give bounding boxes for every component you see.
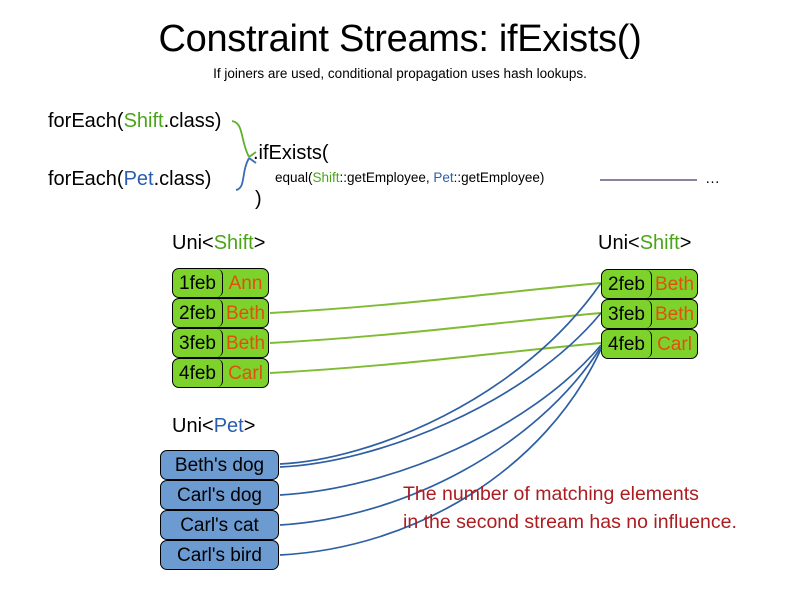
fact-id: 2feb bbox=[602, 270, 652, 298]
shift-left-row-1[interactable]: 2feb Beth bbox=[172, 298, 269, 328]
brace-lower-blue bbox=[235, 157, 250, 191]
fact-name: Carl bbox=[657, 333, 692, 355]
wire-green-2feb bbox=[269, 282, 602, 314]
code-equal-shift-method: ::getEmployee, bbox=[339, 170, 434, 185]
fact-id: 3feb bbox=[173, 329, 223, 357]
code-ifexists: .ifExists( bbox=[253, 142, 329, 164]
stream-label-suffix: > bbox=[679, 232, 692, 254]
wire-green-3feb bbox=[269, 312, 602, 344]
stream-label-type: Shift bbox=[213, 232, 254, 254]
annotation-line-2: in the second stream has no influence. bbox=[403, 510, 737, 533]
shift-right-row-1[interactable]: 3feb Beth bbox=[601, 299, 698, 329]
code-foreach-pet-prefix: forEach( bbox=[48, 168, 124, 190]
pet-row-1[interactable]: Carl's dog bbox=[160, 480, 279, 510]
stream-label-prefix: Uni< bbox=[172, 232, 214, 254]
annotation-line-1: The number of matching elements bbox=[403, 483, 699, 505]
code-ellipsis: … bbox=[705, 170, 720, 187]
fact-name: Beth's dog bbox=[174, 454, 265, 476]
fact-name: Beth bbox=[654, 303, 695, 325]
stream-label-suffix: > bbox=[253, 232, 266, 254]
fact-id: 1feb bbox=[173, 269, 223, 297]
code-equal-pet-type: Pet bbox=[433, 170, 454, 185]
brace-upper-green bbox=[231, 120, 250, 158]
shift-right-row-0[interactable]: 2feb Beth bbox=[601, 269, 698, 299]
code-equal-shift-type: Shift bbox=[312, 170, 340, 185]
stream-label-type: Pet bbox=[213, 415, 244, 437]
fact-name: Carl's cat bbox=[180, 514, 259, 536]
fact-id: 2feb bbox=[173, 299, 223, 327]
wire-blue-beths-dog-to-3feb bbox=[279, 312, 602, 468]
wire-blue-beths-dog-to-2feb bbox=[279, 282, 602, 465]
shift-left-row-0[interactable]: 1feb Ann bbox=[172, 268, 269, 298]
code-equal-pet-method: ::getEmployee) bbox=[453, 170, 545, 185]
wire-blue-carls-dog-to-4feb bbox=[279, 344, 602, 496]
code-foreach-pet-type: Pet bbox=[123, 168, 154, 190]
stream-label-shift-right: Uni<Shift> bbox=[598, 232, 691, 255]
code-foreach-shift-prefix: forEach( bbox=[48, 110, 124, 132]
fact-name: Beth bbox=[225, 302, 266, 324]
stream-label-pet: Uni<Pet> bbox=[172, 415, 255, 438]
fact-id: 4feb bbox=[602, 330, 652, 358]
fact-name: Carl's dog bbox=[177, 484, 262, 506]
code-equal-prefix: equal( bbox=[275, 170, 313, 185]
page-title: Constraint Streams: ifExists() bbox=[158, 18, 642, 60]
fact-id: 3feb bbox=[602, 300, 652, 328]
code-close-paren: ) bbox=[255, 188, 262, 210]
code-foreach-shift-suffix: .class) bbox=[163, 110, 222, 132]
shift-right-row-2[interactable]: 4feb Carl bbox=[601, 329, 698, 359]
fact-name: Beth bbox=[225, 332, 266, 354]
wire-green-4feb bbox=[269, 342, 602, 374]
code-foreach-shift-type: Shift bbox=[123, 110, 164, 132]
shift-left-row-3[interactable]: 4feb Carl bbox=[172, 358, 269, 388]
page-subtitle: If joiners are used, conditional propaga… bbox=[213, 66, 587, 81]
code-foreach-pet-suffix: .class) bbox=[153, 168, 212, 190]
code-foreach-pet: forEach(Pet.class) bbox=[48, 168, 211, 191]
fact-id: 4feb bbox=[173, 359, 223, 387]
pet-row-3[interactable]: Carl's bird bbox=[160, 540, 279, 570]
stream-label-type: Shift bbox=[639, 232, 680, 254]
fact-name: Beth bbox=[654, 273, 695, 295]
annotation-note: The number of matching elements in the se… bbox=[403, 481, 737, 536]
shift-left-row-2[interactable]: 3feb Beth bbox=[172, 328, 269, 358]
pet-row-2[interactable]: Carl's cat bbox=[160, 510, 279, 540]
stream-label-suffix: > bbox=[243, 415, 256, 437]
stream-label-prefix: Uni< bbox=[172, 415, 214, 437]
fact-name: Carl's bird bbox=[177, 544, 262, 566]
stream-label-shift-left: Uni<Shift> bbox=[172, 232, 265, 255]
fact-name: Carl bbox=[228, 362, 263, 384]
code-foreach-shift: forEach(Shift.class) bbox=[48, 110, 221, 133]
pet-row-0[interactable]: Beth's dog bbox=[160, 450, 279, 480]
fact-name: Ann bbox=[228, 272, 263, 294]
code-equal-joiner: equal(Shift::getEmployee, Pet::getEmploy… bbox=[275, 170, 544, 185]
stream-label-prefix: Uni< bbox=[598, 232, 640, 254]
